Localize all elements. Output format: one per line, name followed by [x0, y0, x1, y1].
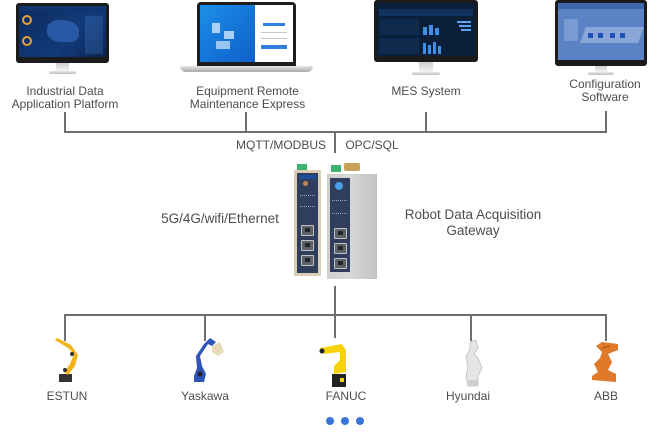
label-line-1: Equipment Remote: [196, 84, 299, 98]
label-line-1: Industrial Data: [26, 84, 104, 98]
gateway-device-small: [294, 164, 321, 276]
robot-label-fanuc: FANUC: [325, 389, 367, 403]
robot-label-abb: ABB: [593, 389, 618, 403]
configuration-software-monitor: [555, 0, 647, 76]
bottom-drop-line-5: [605, 315, 607, 341]
ethernet-port: [334, 228, 347, 239]
bottom-drop-line-2: [204, 315, 206, 341]
label-line-2: Application Platform: [11, 97, 119, 111]
dot: [341, 417, 349, 425]
laptop-login-panel: [255, 5, 293, 62]
ethernet-port: [301, 240, 314, 251]
label-line-2: Gateway: [446, 223, 500, 238]
robot-estun-icon: [55, 338, 78, 382]
gateway-name-label: Robot Data Acquisition Gateway: [395, 207, 551, 239]
terminal-block: [331, 165, 341, 172]
ethernet-port: [334, 243, 347, 254]
top-bus-line: [64, 131, 607, 133]
gateway-downlink-line: [334, 286, 336, 338]
ethernet-port: [301, 255, 314, 266]
bottom-drop-line-4: [470, 315, 472, 341]
gateway-uplink-line: [334, 133, 336, 153]
top-drop-line-3: [425, 112, 427, 133]
ethernet-port: [301, 225, 314, 236]
protocol-right-label: OPC/SQL: [345, 138, 399, 152]
remote-maintenance-label: Equipment Remote Maintenance Express: [180, 85, 315, 111]
top-drop-line-2: [245, 112, 247, 133]
dot: [356, 417, 364, 425]
robot-abb-icon: [592, 342, 618, 382]
monitor-bezel: [374, 0, 478, 62]
remote-maintenance-laptop: [180, 2, 313, 74]
laptop-screen-left: [200, 5, 255, 62]
more-robots-indicator: [326, 417, 366, 427]
terminal-block: [297, 164, 307, 170]
robot-yaskawa-icon: [194, 338, 224, 382]
robot-label-hyundai: Hyundai: [445, 389, 491, 403]
label-line-1: MES System: [391, 84, 461, 98]
robot-fanuc-icon: [319, 344, 346, 387]
industrial-data-platform-monitor: [16, 3, 109, 75]
mes-system-monitor: [374, 0, 478, 78]
label-line-2: Maintenance Express: [189, 97, 306, 111]
ethernet-port: [334, 258, 347, 269]
scada-screen: [558, 3, 644, 60]
brand-logo-icon: [335, 182, 343, 190]
gateway-device-large: [327, 163, 377, 279]
top-drop-line-4: [605, 111, 607, 133]
antenna-connectors: [344, 163, 360, 171]
connectivity-label: 5G/4G/wifi/Ethernet: [161, 211, 279, 226]
mes-system-label: MES System: [370, 85, 482, 98]
label-line-1: Configuration: [569, 77, 641, 91]
dot: [326, 417, 334, 425]
label-line-1: Robot Data Acquisition: [404, 207, 542, 222]
industrial-data-platform-label: Industrial Data Application Platform: [0, 85, 130, 111]
dashboard-screen: [19, 6, 106, 57]
monitor-bezel: [16, 3, 109, 63]
label-line-2: Software: [581, 90, 629, 104]
configuration-software-label: Configuration Software: [550, 78, 658, 104]
mes-dashboard-screen: [377, 3, 475, 56]
robot-label-estun: ESTUN: [46, 389, 88, 403]
bottom-drop-line-1: [64, 315, 66, 341]
robot-label-yaskawa: Yaskawa: [181, 389, 229, 403]
laptop-lid: [197, 2, 296, 66]
robot-hyundai-icon: [465, 339, 483, 387]
top-drop-line-1: [64, 112, 66, 133]
monitor-bezel: [555, 0, 647, 66]
protocol-left-label: MQTT/MODBUS: [236, 138, 326, 152]
bottom-bus-line: [64, 314, 607, 316]
